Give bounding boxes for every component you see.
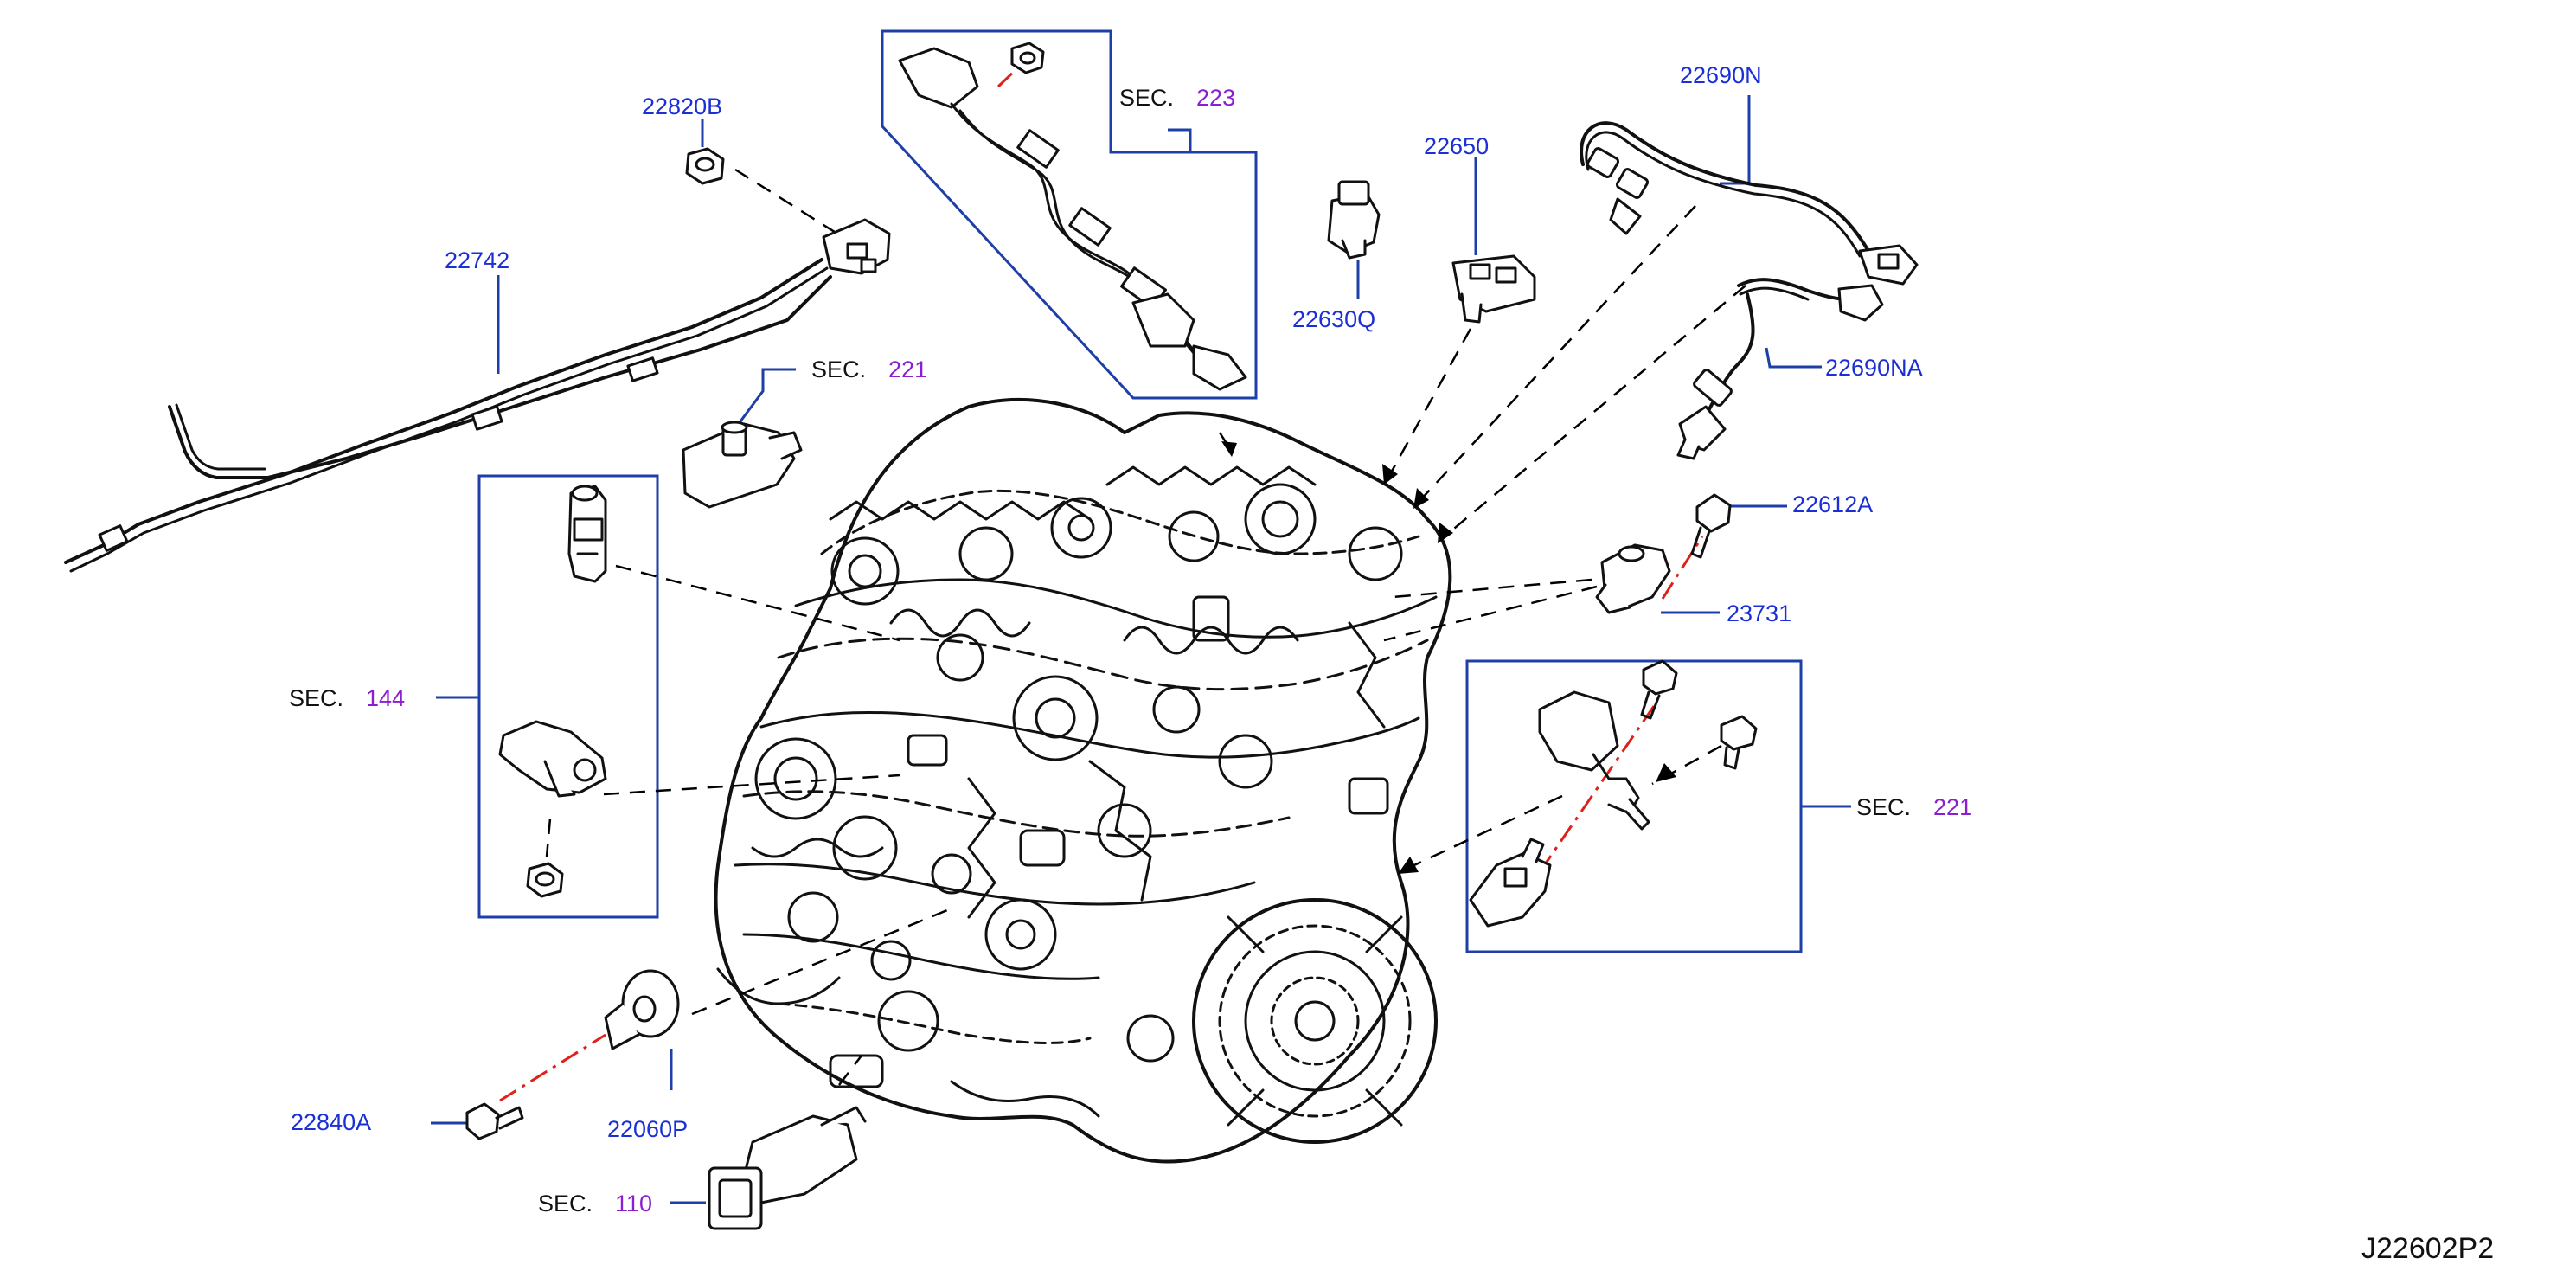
section-prefix: SEC.: [1119, 85, 1175, 111]
cam-sensor-23731-icon: [1595, 543, 1671, 614]
section-prefix: SEC.: [538, 1191, 593, 1217]
bolt-sec221-right-2-icon: [1720, 715, 1758, 770]
section-ref-223[interactable]: SEC. 223: [1119, 85, 1235, 111]
sensor-sec221-top-icon: [682, 421, 803, 509]
section-number: 221: [1933, 794, 1973, 820]
pressure-switch-sec110-icon: [708, 1106, 867, 1230]
part-label-23731[interactable]: 23731: [1727, 600, 1792, 626]
section-number: 110: [615, 1191, 653, 1217]
section-prefix: SEC.: [289, 685, 344, 711]
exhaust-temp-sensor-22742-icon: [64, 258, 832, 573]
bolt-22612A-icon: [1690, 493, 1732, 559]
part-label-22840A[interactable]: 22840A: [291, 1109, 372, 1135]
part-label-22612A[interactable]: 22612A: [1792, 491, 1874, 517]
part-label-22650[interactable]: 22650: [1424, 133, 1490, 159]
drawing-code: J22602P2: [2361, 1232, 2495, 1265]
section-ref-221-top[interactable]: SEC. 221: [811, 356, 927, 382]
sensor-sec144-lower-icon: [498, 720, 607, 798]
oxygen-sensor-22690NA-icon: [1676, 278, 1884, 460]
section-prefix: SEC.: [811, 356, 867, 382]
part-label-22690N[interactable]: 22690N: [1680, 62, 1762, 88]
sensor-connector-22742-icon: [822, 218, 891, 275]
sensor-sec144-upper-icon: [567, 485, 607, 583]
part-label-22742[interactable]: 22742: [445, 247, 510, 273]
sensor-22630Q-icon: [1327, 180, 1381, 260]
engine-assembly: [714, 397, 1452, 1164]
part-label-22820B[interactable]: 22820B: [642, 93, 723, 119]
arrowheads: [1221, 441, 1676, 874]
sensor-sec221-right-lower-icon: [1469, 838, 1552, 928]
harness-sec223-icon: [898, 42, 1247, 391]
sensor-sec221-right-upper-icon: [1538, 690, 1650, 831]
section-number: 223: [1196, 85, 1236, 111]
dashed-leaders: [545, 168, 1746, 1086]
section-ref-110[interactable]: SEC. 110: [538, 1191, 652, 1217]
sec223-frame: [881, 29, 1258, 400]
section-number: 144: [366, 685, 406, 711]
knock-sensor-22060P-icon: [604, 969, 680, 1050]
red-leaders: [499, 50, 1704, 1102]
section-prefix: SEC.: [1856, 794, 1912, 820]
bolt-sec221-right-1-icon: [1640, 659, 1678, 720]
part-label-22060P[interactable]: 22060P: [607, 1116, 689, 1142]
oxygen-sensor-22690N-icon: [1580, 121, 1919, 286]
nut-22820B-icon: [685, 147, 725, 185]
part-label-22630Q[interactable]: 22630Q: [1292, 306, 1376, 332]
sensor-22650-icon: [1451, 254, 1536, 324]
nut-sec144-icon: [526, 862, 564, 898]
section-ref-144[interactable]: SEC. 144: [289, 685, 405, 711]
bolt-22840A-icon: [465, 1102, 524, 1140]
section-ref-221-right[interactable]: SEC. 221: [1856, 794, 1972, 820]
part-label-22690NA[interactable]: 22690NA: [1825, 355, 1923, 381]
section-number: 221: [888, 356, 928, 382]
